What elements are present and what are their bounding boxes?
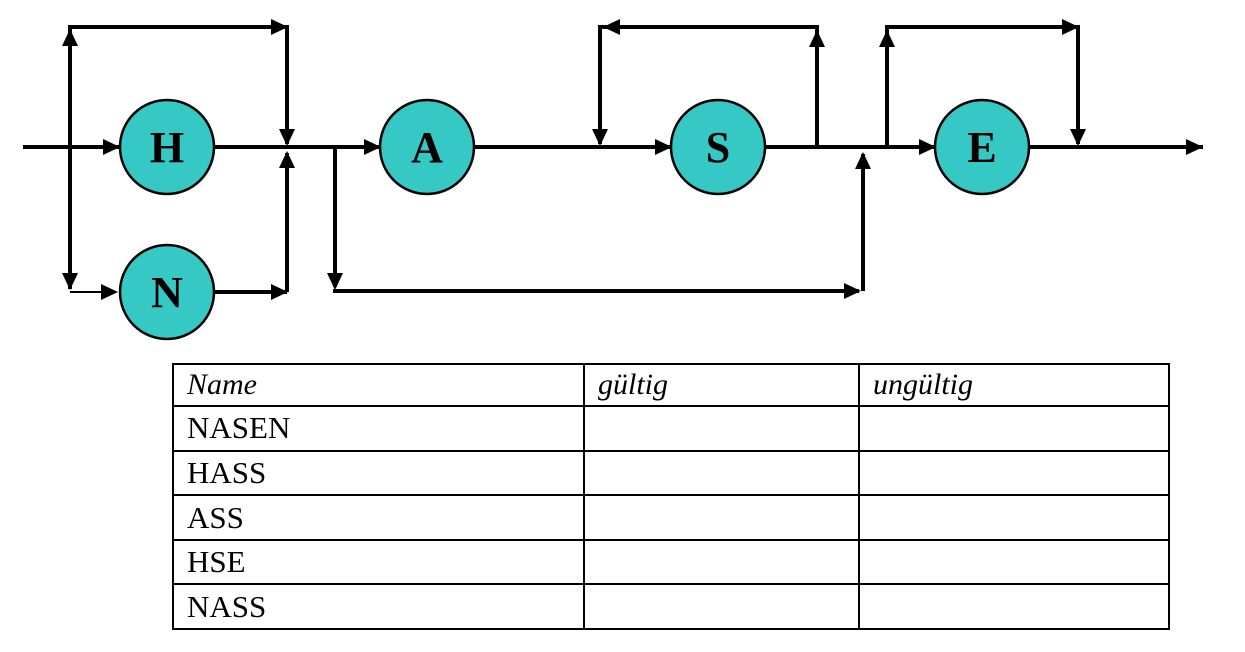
cell-ungueltig	[858, 583, 1170, 630]
arrowhead-skip-right	[844, 283, 861, 299]
table-header-row: Name gültig ungültig	[172, 362, 1170, 408]
cell-gueltig	[583, 449, 860, 497]
word-table: Name gültig ungültig NASEN HASS ASS	[172, 362, 1170, 630]
nodes	[118, 98, 1031, 341]
cell-ungueltig	[858, 494, 1170, 541]
table-row: HSE	[172, 538, 1170, 586]
arrowhead-s-loop-up	[809, 30, 825, 47]
arrowhead-n-merge-up	[279, 151, 295, 168]
table-row: ASS	[172, 494, 1170, 541]
node-circle-a	[378, 98, 476, 196]
arrowhead-e-bypass-down	[1070, 129, 1086, 146]
arrowhead-s-loop-down	[592, 129, 608, 146]
node-circle-s	[669, 98, 767, 196]
arrowhead-h-bypass-corner	[271, 19, 288, 35]
arrowhead-e-bypass-up	[879, 30, 895, 47]
header-ungueltig: ungültig	[858, 362, 1170, 408]
cell-gueltig	[583, 538, 860, 586]
node-label-h: H	[150, 123, 184, 172]
arrowhead-n-exit	[271, 284, 288, 300]
node-circle-h	[118, 98, 216, 196]
node-circle-e	[933, 98, 1031, 196]
arrowhead-into-s	[655, 139, 672, 155]
header-name: Name	[172, 362, 585, 408]
arrowhead-into-h	[103, 139, 120, 155]
cell-gueltig	[583, 583, 860, 630]
word-table-container: Name gültig ungültig NASEN HASS ASS	[172, 362, 1170, 630]
node-labels: H N A S E	[150, 123, 997, 317]
arrowhead-into-e	[919, 139, 936, 155]
node-label-n: N	[151, 268, 183, 317]
cell-name: HSE	[172, 538, 585, 586]
arrowhead-h-bypass-down	[279, 129, 295, 146]
arrowhead-e-bypass-corner	[1062, 19, 1079, 35]
arrowhead-skip-merge-up	[855, 152, 871, 169]
cell-gueltig	[583, 405, 860, 452]
cell-name: NASEN	[172, 405, 585, 452]
arrowhead-up-left-branch	[62, 29, 78, 46]
arrowhead-into-a	[364, 139, 381, 155]
arrowheads	[62, 19, 1203, 300]
cell-name: ASS	[172, 494, 585, 541]
cell-ungueltig	[858, 405, 1170, 452]
header-gueltig: gültig	[583, 362, 860, 408]
table-row: NASEN	[172, 405, 1170, 452]
arrowhead-skip-down	[327, 273, 343, 290]
cell-name: HASS	[172, 449, 585, 497]
node-circle-n	[118, 243, 216, 341]
arrowhead-into-n	[101, 284, 118, 300]
node-label-s: S	[706, 123, 730, 172]
table-row: HASS	[172, 449, 1170, 497]
table-row: NASS	[172, 583, 1170, 630]
node-label-e: E	[967, 123, 996, 172]
cell-gueltig	[583, 494, 860, 541]
arrowhead-s-loop-left	[603, 19, 620, 35]
arrowhead-down-to-n	[62, 273, 78, 290]
node-label-a: A	[411, 123, 443, 172]
cell-ungueltig	[858, 449, 1170, 497]
cell-ungueltig	[858, 538, 1170, 586]
cell-name: NASS	[172, 583, 585, 630]
arrowhead-exit	[1186, 139, 1203, 155]
